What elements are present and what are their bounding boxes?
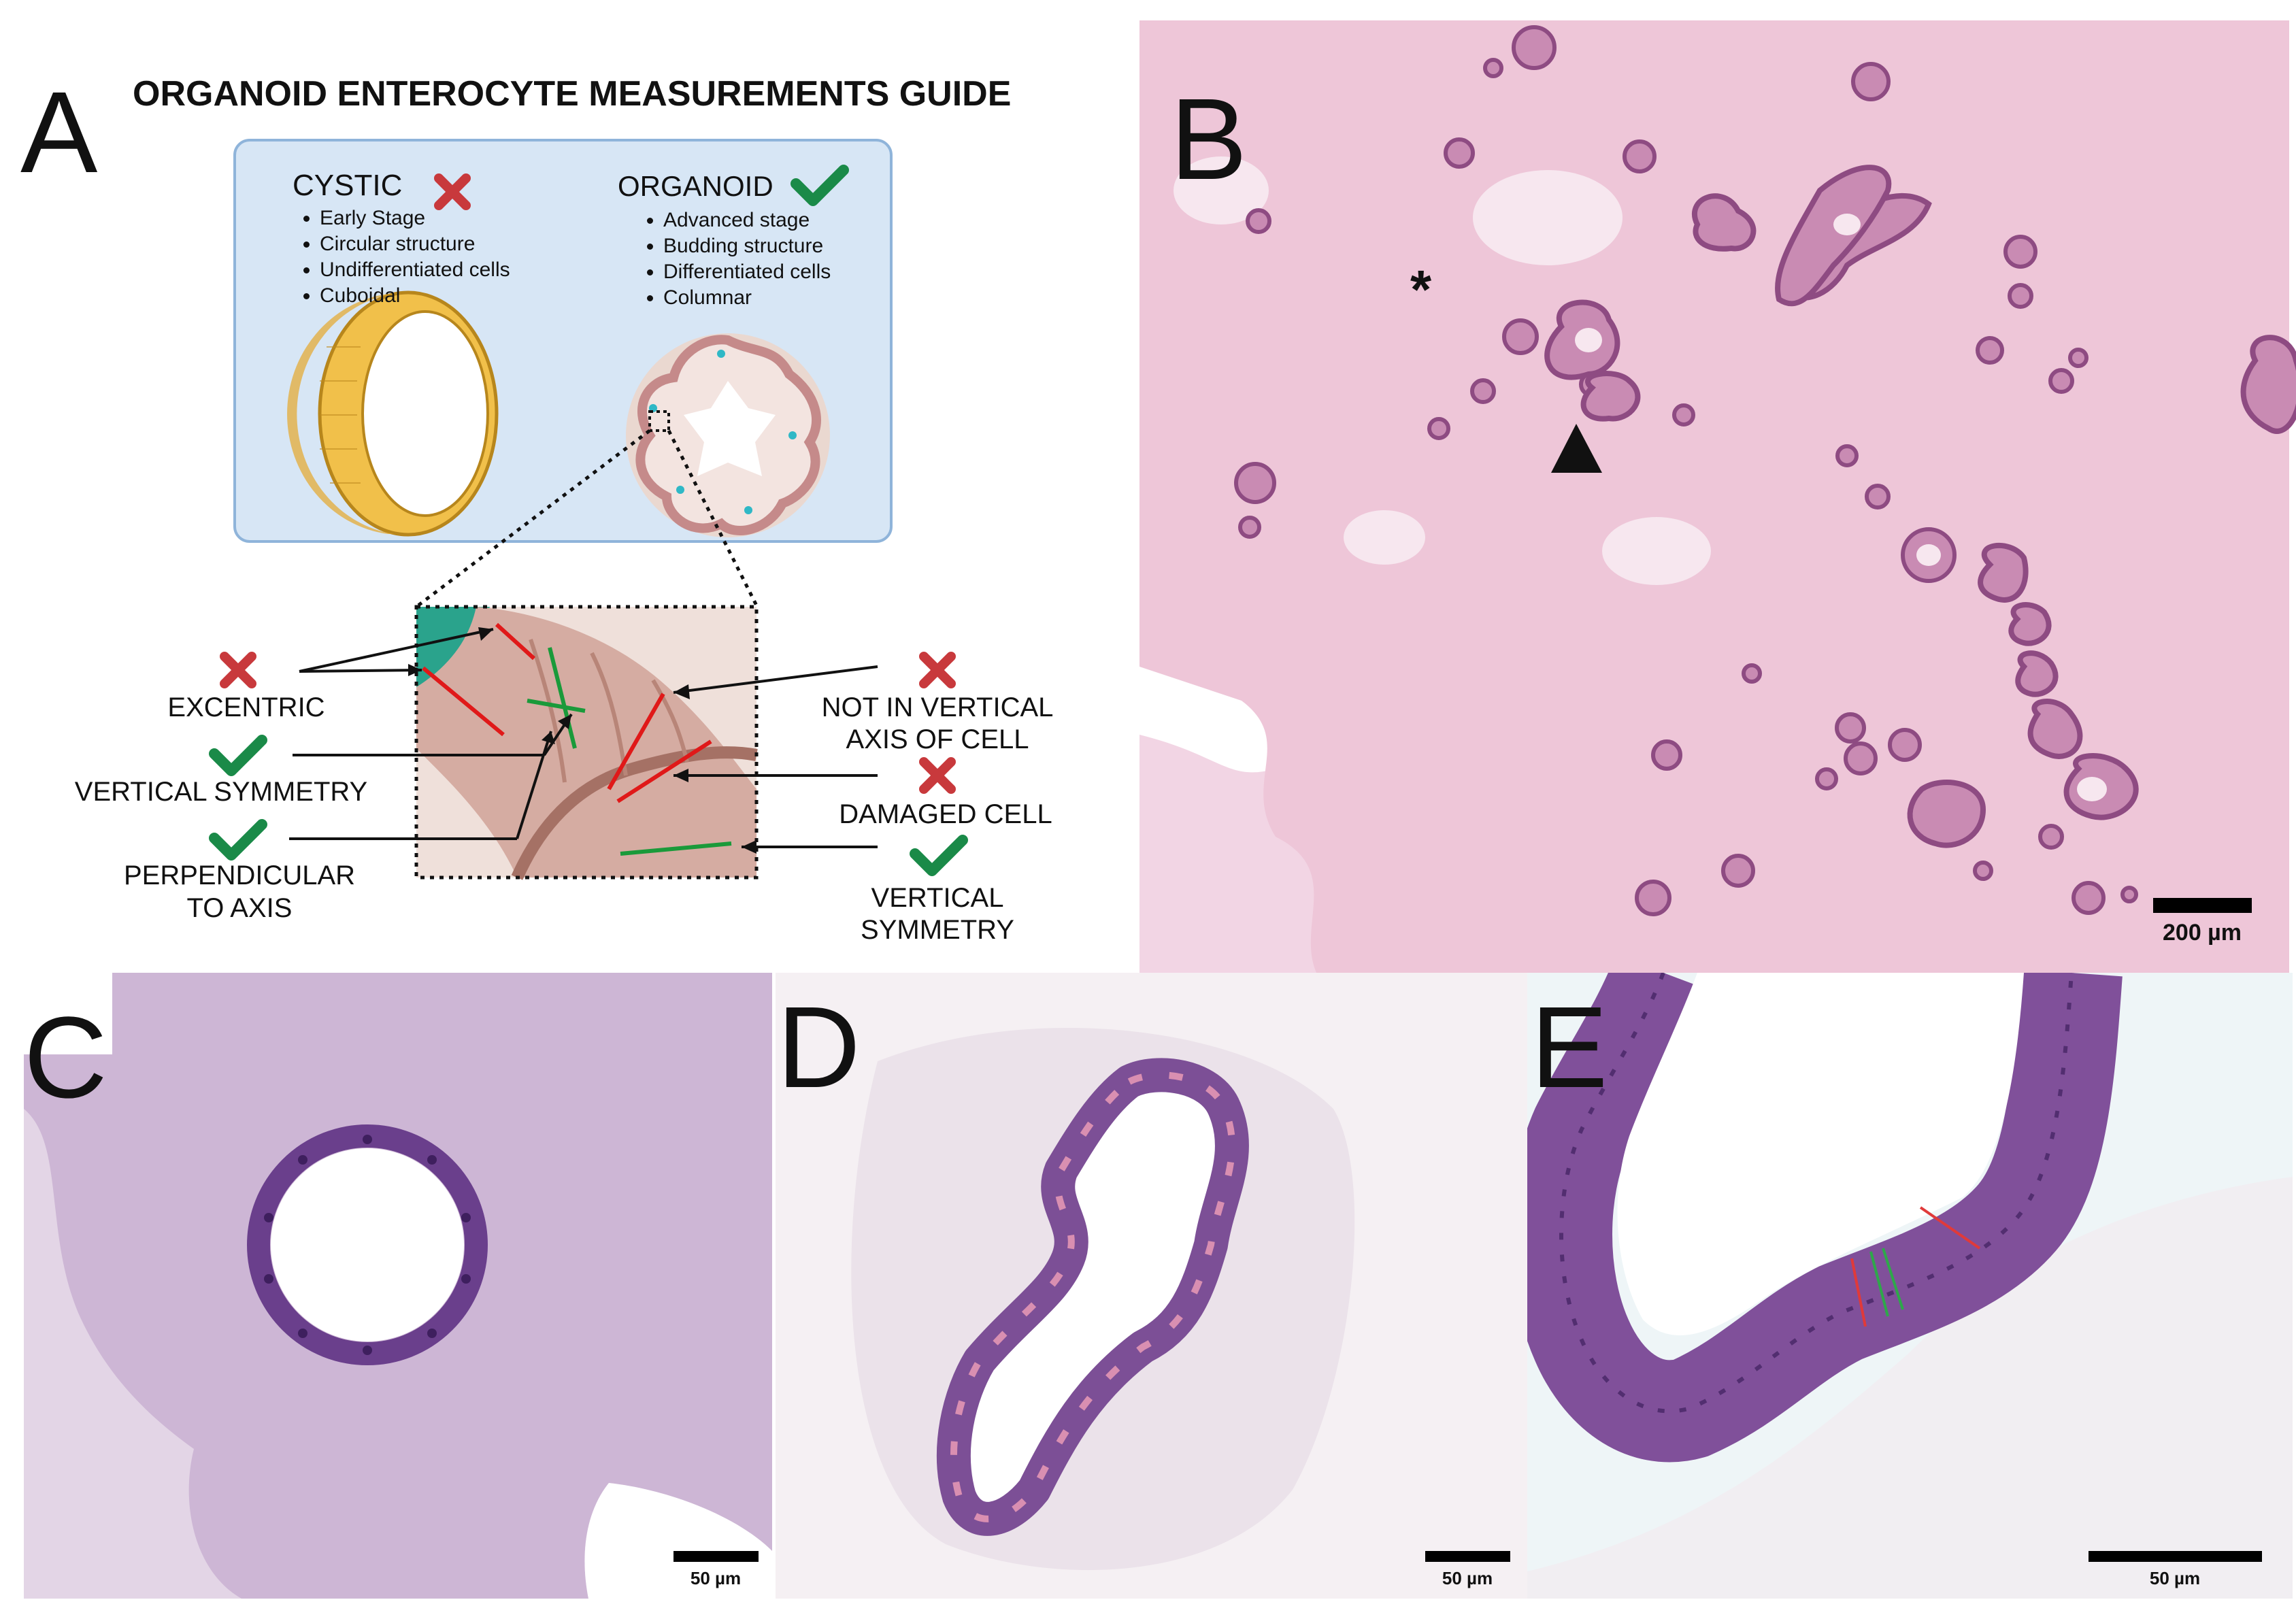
panel-c-scale-label: 50 µm (690, 1568, 742, 1588)
panel-c-scale-bar (673, 1551, 759, 1562)
panel-b-histology (1139, 20, 2296, 973)
measure-green-2 (1882, 1248, 1904, 1310)
organoid-bullet: Advanced stage (663, 207, 831, 233)
perpendicular-check-icon (209, 819, 267, 861)
label-vertical-symmetry-left: VERTICAL SYMMETRY (74, 777, 368, 807)
panel-b-scale-bar (2153, 898, 2252, 913)
organoid-bullets: Advanced stage Budding structure Differe… (629, 207, 831, 311)
panel-d: D 50 µm (776, 973, 1527, 1599)
organoid-bullet: Differentiated cells (663, 259, 831, 285)
vertical-symmetry-check-icon (209, 735, 267, 776)
organoid-bullet: Budding structure (663, 233, 831, 259)
damaged-cross-icon (919, 757, 956, 794)
panel-b-arrowhead (1551, 424, 1602, 473)
panel-a-graphics (209, 139, 968, 880)
cell-zoom-illustration (414, 605, 759, 880)
panel-a-title: ORGANOID ENTEROCYTE MEASUREMENTS GUIDE (133, 74, 1012, 114)
label-not-vertical-2: AXIS OF CELL (846, 724, 1029, 754)
cystic-bullet: Undifferentiated cells (320, 257, 510, 283)
label-perpendicular-2: TO AXIS (186, 893, 293, 923)
panel-d-scale-bar (1425, 1551, 1510, 1562)
not-vertical-cross-icon (919, 652, 956, 688)
cystic-cross-icon (434, 173, 471, 210)
panel-e: E 50 µm (1527, 973, 2293, 1599)
panel-e-scale-label: 50 µm (2149, 1568, 2201, 1588)
cystic-heading: CYSTIC (293, 169, 403, 202)
panel-b-asterisk: * (1410, 259, 1432, 320)
organoid-bullet: Columnar (663, 285, 831, 311)
label-vertical-symmetry-r1: VERTICAL (871, 883, 1004, 913)
cystic-bullets: Early Stage Circular structure Undiffere… (286, 205, 510, 309)
panel-letter-b: B (1170, 75, 1248, 204)
organoid-illustration (626, 333, 830, 537)
panel-letter-e: E (1531, 983, 1608, 1112)
organoid-heading: ORGANOID (618, 170, 773, 202)
panel-b: B * 200 µm (1139, 20, 2296, 973)
arrowhead-marker-icon (1551, 424, 1602, 473)
panel-e-scale-bar (2089, 1551, 2262, 1562)
panel-c-histology (24, 973, 772, 1599)
panel-d-histology (776, 973, 1527, 1599)
panel-d-scale-label: 50 µm (1442, 1568, 1493, 1588)
label-damaged-cell: DAMAGED CELL (839, 799, 1052, 829)
cystic-bullet: Circular structure (320, 231, 510, 257)
panel-c: C 50 µm (24, 973, 772, 1599)
label-excentric: EXCENTRIC (167, 692, 325, 722)
label-vertical-symmetry-r2: SYMMETRY (861, 915, 1014, 945)
panel-a: A ORGANOID ENTEROCYTE MEASUREMENTS GUIDE… (0, 0, 1136, 973)
measure-green-1 (1869, 1251, 1889, 1317)
cystic-bullet: Cuboidal (320, 283, 510, 309)
label-not-vertical-1: NOT IN VERTICAL (821, 692, 1054, 722)
cystic-bullet: Early Stage (320, 205, 510, 231)
excentric-cross-icon (220, 652, 256, 688)
panel-letter-c: C (24, 993, 107, 1122)
measure-red-2 (1919, 1206, 1981, 1250)
panel-letter-a: A (20, 68, 98, 197)
organoid-check-icon (791, 165, 849, 206)
panel-e-histology (1527, 973, 2293, 1599)
organoid-epithelium-outline (936, 1058, 1249, 1536)
panel-letter-d: D (777, 983, 861, 1112)
vertical-symmetry-right-check-icon (910, 835, 968, 876)
panel-b-scale-label: 200 µm (2163, 920, 2242, 946)
cystic-sphere-illustration (287, 290, 499, 537)
measure-red-1 (1850, 1258, 1867, 1327)
label-perpendicular-1: PERPENDICULAR (123, 861, 356, 890)
